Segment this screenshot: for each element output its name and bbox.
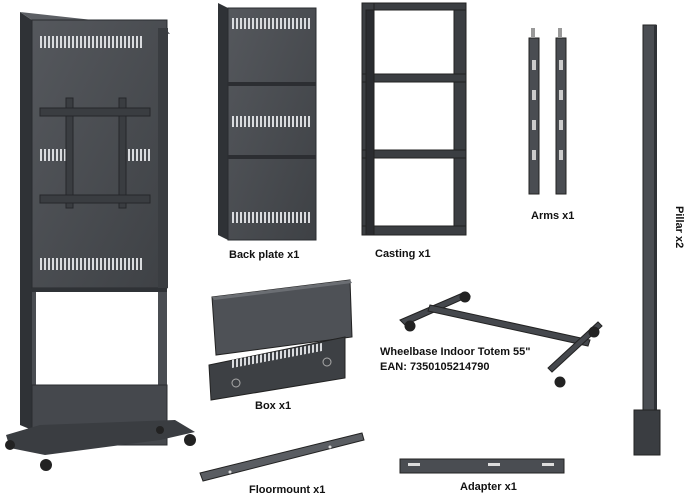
- arms-label: Arms x1: [531, 210, 575, 222]
- arms-image: [528, 28, 567, 195]
- floormount-image: [199, 432, 365, 482]
- box-image: [208, 279, 353, 401]
- box-label: Box x1: [255, 400, 292, 412]
- adapter-label: Adapter x1: [460, 481, 517, 493]
- assembled-totem-image: [5, 12, 196, 471]
- casting-label: Casting x1: [375, 248, 431, 260]
- wheelbase-label: Wheelbase Indoor Totem 55": [380, 346, 531, 358]
- pillar-image: [633, 24, 661, 456]
- wheelbase-image: [399, 291, 603, 388]
- casting-frame-image: [361, 2, 467, 236]
- pillar-label: Pillar x2: [673, 206, 685, 249]
- back-plate-image: [218, 3, 317, 241]
- adapter-image: [399, 458, 565, 474]
- wheelbase-ean-label: EAN: 7350105214790: [380, 361, 490, 373]
- floormount-label: Floormount x1: [249, 484, 326, 496]
- back-plate-label: Back plate x1: [229, 249, 300, 261]
